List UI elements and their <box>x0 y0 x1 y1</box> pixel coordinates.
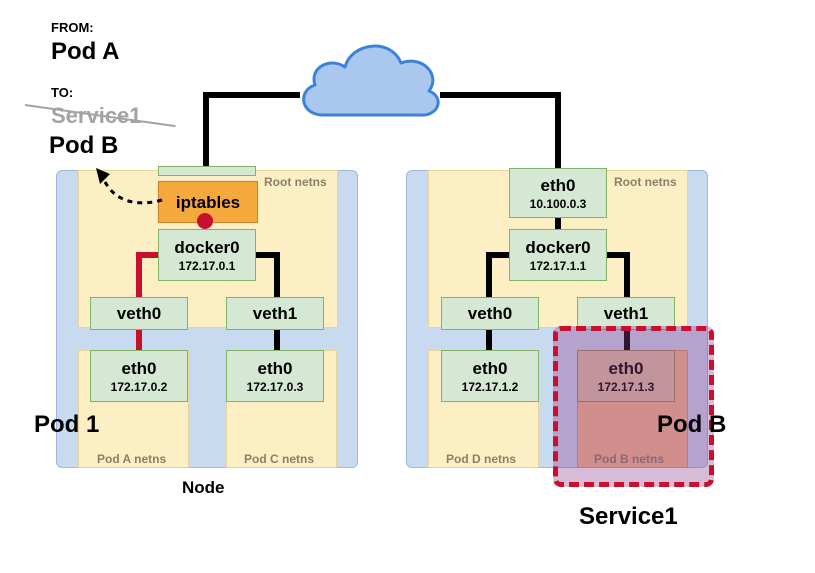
node1-veth1[interactable]: veth1 <box>226 297 324 330</box>
pod-a-eth0-name: eth0 <box>121 358 157 378</box>
pod-b-label: Pod B <box>657 411 727 438</box>
pod-d-eth0-name: eth0 <box>472 358 508 378</box>
wire-docker0-veth1-h <box>255 252 280 258</box>
pod-a-eth0-ip: 172.17.0.2 <box>110 379 168 394</box>
pod-a-netns-label: Pod A netns <box>97 452 167 466</box>
wire-cloud-right-vertical <box>555 92 561 172</box>
iptables-dot <box>197 213 213 229</box>
node1-veth0[interactable]: veth0 <box>90 297 188 330</box>
node2-eth0-ip: 10.100.0.3 <box>529 196 587 211</box>
to-label: TO: <box>51 85 74 100</box>
pod-c-eth0-name: eth0 <box>257 358 293 378</box>
wire-docker0-veth1-h2 <box>605 252 630 258</box>
pod-b-netns-label: Pod B netns <box>594 452 665 466</box>
pod-1-label: Pod 1 <box>34 411 100 438</box>
node1-veth1-name: veth1 <box>252 304 298 323</box>
wire-eth0-docker0 <box>555 214 561 232</box>
pod-c-eth0[interactable]: eth0 172.17.0.3 <box>226 350 324 402</box>
node1-docker0-name: docker0 <box>174 237 240 257</box>
node2-veth1-name: veth1 <box>603 304 649 323</box>
pod-d-eth0[interactable]: eth0 172.17.1.2 <box>441 350 539 402</box>
pod-b-eth0[interactable]: eth0 172.17.1.3 <box>577 350 675 402</box>
pod-b-eth0-ip: 172.17.1.3 <box>597 379 655 394</box>
to-value: Pod B <box>49 132 119 159</box>
node2-docker0-name: docker0 <box>525 237 591 257</box>
iptables-label: iptables <box>175 192 241 212</box>
node2-root-netns-label: Root netns <box>614 175 677 189</box>
node2-veth0[interactable]: veth0 <box>441 297 539 330</box>
from-value: Pod A <box>51 38 120 65</box>
service1-label: Service1 <box>579 503 678 530</box>
node1-root-eth0-stub <box>158 166 256 176</box>
node2-eth0[interactable]: eth0 10.100.0.3 <box>509 168 607 218</box>
cloud-icon <box>302 44 440 117</box>
node1-root-netns-label: Root netns <box>264 175 327 189</box>
node2-veth0-name: veth0 <box>467 304 513 323</box>
pod-c-eth0-ip: 172.17.0.3 <box>246 379 304 394</box>
wire-cloud-right-horizontal <box>440 92 561 98</box>
node2-eth0-name: eth0 <box>540 175 576 195</box>
red-path-docker0-left <box>138 252 160 258</box>
wire-cloud-left-vertical <box>203 92 209 172</box>
service1-boundary[interactable] <box>553 326 714 487</box>
node1-veth0-name: veth0 <box>116 304 162 323</box>
redirect-arrow <box>96 168 163 205</box>
pod-d-netns-label: Pod D netns <box>446 452 517 466</box>
node-caption: Node <box>182 478 225 497</box>
pod-d-eth0-ip: 172.17.1.2 <box>461 379 519 394</box>
pod-c-netns-label: Pod C netns <box>244 452 315 466</box>
from-label: FROM: <box>51 20 94 35</box>
node2-docker0[interactable]: docker0 172.17.1.1 <box>509 229 607 281</box>
node1-docker0-ip: 172.17.0.1 <box>178 258 236 273</box>
node1-docker0[interactable]: docker0 172.17.0.1 <box>158 229 256 281</box>
node2-docker0-ip: 172.17.1.1 <box>529 258 587 273</box>
pod-a-eth0[interactable]: eth0 172.17.0.2 <box>90 350 188 402</box>
wire-cloud-left-horizontal <box>203 92 300 98</box>
pod-b-eth0-name: eth0 <box>608 358 644 378</box>
wire-docker0-veth0-h <box>486 252 510 258</box>
